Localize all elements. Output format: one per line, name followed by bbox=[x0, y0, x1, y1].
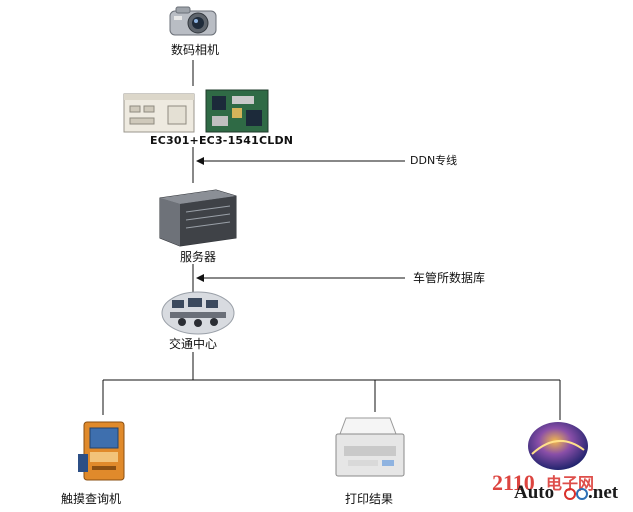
embedded-board-icon bbox=[123, 89, 269, 133]
camera-label: 数码相机 bbox=[171, 43, 220, 57]
rack-server-icon bbox=[159, 189, 237, 247]
watermark-brand: Auto bbox=[514, 482, 555, 503]
traffic-center-label: 交通中心 bbox=[169, 337, 218, 351]
server-label: 服务器 bbox=[180, 250, 217, 264]
digital-camera-icon bbox=[169, 6, 217, 36]
embedded-label: EC301+EC3-1541CLDN bbox=[150, 134, 294, 147]
watermark-eyes-icon bbox=[564, 488, 588, 500]
watermark-domain: .net bbox=[588, 482, 619, 503]
road-globe-icon bbox=[528, 422, 588, 470]
ddn-label: DDN专线 bbox=[410, 154, 458, 167]
watermark-number: 2110 bbox=[492, 470, 535, 495]
printer-icon bbox=[335, 417, 405, 477]
kiosk-label: 触摸查询机 bbox=[61, 492, 122, 506]
printer-label: 打印结果 bbox=[345, 492, 394, 506]
vehicle-db-label: 车管所数据库 bbox=[413, 271, 486, 285]
watermark-logo: 2110 电子网 Auto .net bbox=[488, 468, 628, 508]
touch-kiosk-icon bbox=[78, 421, 125, 481]
control-room-icon bbox=[161, 291, 235, 335]
